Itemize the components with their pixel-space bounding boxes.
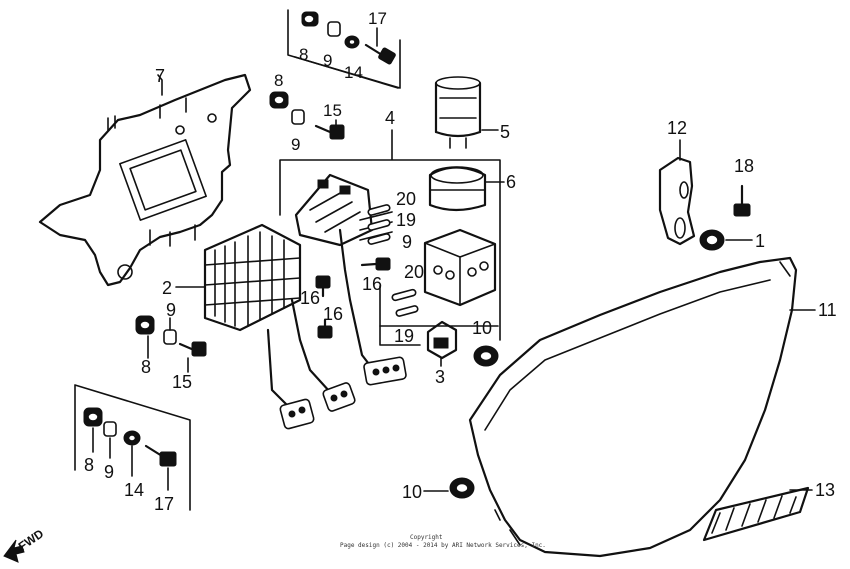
- bolt-icon[interactable]: [317, 318, 333, 339]
- fuse-icon[interactable]: [367, 204, 391, 216]
- callout-19b: 19: [394, 326, 414, 346]
- copyright-notice: Page design (c) 2004 - 2014 by ARI Netwo…: [340, 542, 546, 549]
- callout-9-top: 9: [323, 51, 332, 70]
- fuse-box[interactable]: [294, 173, 374, 247]
- hardware-group-mid: [269, 91, 345, 140]
- callout-20a: 20: [396, 189, 416, 209]
- connector-icon[interactable]: [322, 382, 356, 412]
- callout-4: 4: [385, 108, 395, 128]
- fwd-label: FWD: [16, 526, 47, 553]
- callout-7: 7: [155, 66, 165, 86]
- callout-9c: 9: [402, 232, 412, 252]
- hardware-group-left: [135, 315, 207, 357]
- callout-13: 13: [815, 480, 835, 500]
- fuse-icon[interactable]: [367, 219, 391, 231]
- collar-icon[interactable]: [163, 329, 177, 345]
- side-cover-part-11[interactable]: [468, 256, 798, 558]
- callout-9-left: 9: [166, 300, 176, 320]
- callout-16b: 16: [300, 288, 320, 308]
- collar-icon[interactable]: [103, 421, 117, 437]
- callout-1: 1: [755, 231, 765, 251]
- callout-16c: 16: [323, 304, 343, 324]
- washer-icon[interactable]: [123, 430, 141, 446]
- connector-icon[interactable]: [279, 398, 315, 430]
- wire-harness: [266, 328, 292, 410]
- callout-14-top: 14: [344, 63, 363, 82]
- callout-10a: 10: [472, 318, 492, 338]
- callout-15-mid: 15: [323, 101, 342, 120]
- bolt-icon[interactable]: [144, 444, 177, 467]
- grommet-icon[interactable]: [135, 315, 155, 335]
- emblem-part-13[interactable]: [702, 486, 810, 542]
- fuse-icon[interactable]: [367, 233, 391, 245]
- callout-9-mid: 9: [291, 135, 300, 154]
- hardware-group-top: [287, 9, 401, 89]
- connector-icon[interactable]: [363, 356, 407, 386]
- hardware-group-bottom: [74, 384, 191, 511]
- callout-8-mid: 8: [274, 71, 283, 90]
- callout-5: 5: [500, 122, 510, 142]
- callout-6: 6: [506, 172, 516, 192]
- wire-harness: [290, 298, 332, 394]
- bolt-icon[interactable]: [314, 124, 345, 140]
- callout-8-bottom: 8: [84, 455, 94, 475]
- callout-2: 2: [162, 278, 172, 298]
- callout-8-left: 8: [141, 357, 151, 377]
- callout-10b: 10: [402, 482, 422, 502]
- copyright-title: Copyright: [410, 534, 443, 541]
- fuse-cover[interactable]: [423, 228, 497, 307]
- wire-harness: [338, 228, 374, 370]
- regulator-part-2[interactable]: [203, 223, 302, 332]
- callout-17-top: 17: [368, 9, 387, 28]
- callout-16a: 16: [362, 274, 382, 294]
- callout-3: 3: [435, 367, 445, 387]
- collar-icon[interactable]: [327, 21, 341, 37]
- bolt-icon[interactable]: [364, 43, 396, 65]
- rubber-mount-part-6[interactable]: [428, 166, 487, 212]
- callout-15-left: 15: [172, 372, 192, 392]
- bracket-part-12[interactable]: [658, 156, 696, 246]
- grommet-icon[interactable]: [83, 407, 103, 427]
- callout-12: 12: [667, 118, 687, 138]
- fuse-set: [359, 204, 419, 317]
- callout-8-top: 8: [299, 45, 308, 64]
- callout-14-bottom: 14: [124, 480, 144, 500]
- fuse-icon[interactable]: [395, 305, 419, 317]
- collar-icon[interactable]: [291, 109, 305, 125]
- relay-part-5[interactable]: [434, 76, 482, 149]
- grommet-part-1[interactable]: [699, 229, 725, 251]
- clip-part-3[interactable]: [426, 320, 458, 360]
- bolt-icon[interactable]: [315, 275, 331, 298]
- bolt-part-18[interactable]: [733, 184, 751, 217]
- grommet-icon[interactable]: [473, 345, 499, 367]
- washer-icon[interactable]: [344, 35, 360, 49]
- callout-18: 18: [734, 156, 754, 176]
- grommet-icon[interactable]: [449, 477, 475, 499]
- callout-20b: 20: [404, 262, 424, 282]
- fuse-icon[interactable]: [391, 288, 417, 302]
- bolt-icon[interactable]: [178, 341, 207, 357]
- forward-arrow-icon: [3, 539, 25, 563]
- callout-17-bottom: 17: [154, 494, 174, 514]
- bolt-icon[interactable]: [360, 257, 391, 271]
- grommet-icon[interactable]: [269, 91, 289, 109]
- callout-11: 11: [818, 300, 837, 320]
- bracket-plate-part-7[interactable]: [38, 73, 252, 287]
- callout-9-bottom: 9: [104, 462, 114, 482]
- callout-19a: 19: [396, 210, 416, 230]
- grommet-icon[interactable]: [301, 11, 319, 27]
